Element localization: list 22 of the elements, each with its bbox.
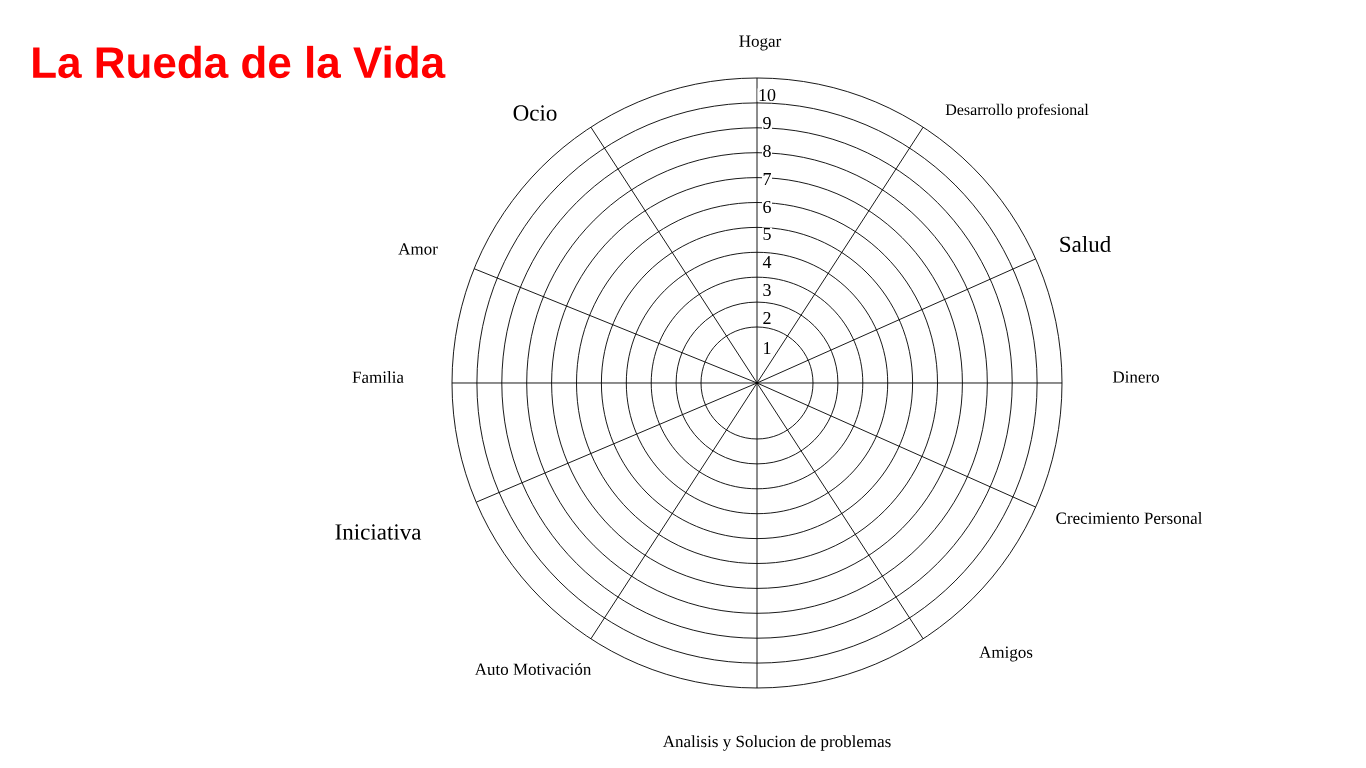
scale-number: 6 — [762, 200, 772, 214]
area-label: Salud — [1060, 235, 1111, 253]
area-label: Familia — [352, 371, 404, 383]
scale-number: 7 — [762, 172, 772, 186]
area-label: Ocio — [513, 105, 557, 121]
area-label: Dinero — [1112, 371, 1159, 383]
scale-number: 5 — [762, 227, 772, 241]
scale-number: 8 — [762, 144, 772, 158]
scale-number: 3 — [762, 283, 772, 297]
area-label: Amigos — [979, 646, 1033, 662]
area-label: Analisis y Solucion de problemas — [662, 735, 891, 751]
scale-number: 9 — [762, 116, 772, 130]
area-label: Auto Motivación — [474, 663, 592, 675]
scale-number: 1 — [762, 341, 772, 355]
area-label: Crecimiento Personal — [1056, 512, 1203, 524]
area-label: Iniciativa — [335, 524, 422, 540]
area-label: Desarrollo profesional — [945, 103, 1089, 119]
scale-number: 4 — [762, 255, 772, 269]
area-label: Hogar — [739, 35, 782, 51]
title: La Rueda de la Vida — [33, 45, 446, 79]
area-label: Amor — [398, 243, 438, 255]
scale-number: 2 — [762, 311, 772, 325]
